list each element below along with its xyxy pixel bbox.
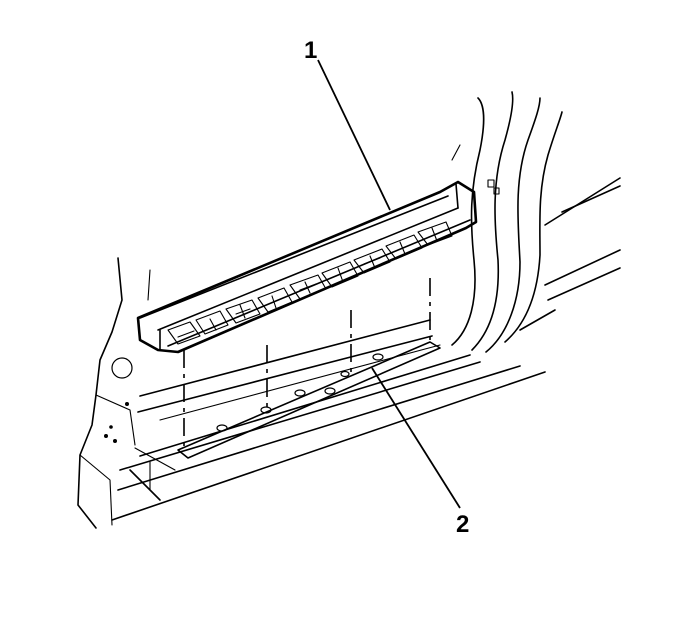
callout-2-label: 2 xyxy=(456,511,469,538)
callout-2: 2 xyxy=(371,367,469,538)
callout-1-label: 1 xyxy=(304,37,317,64)
alignment-lines xyxy=(183,278,431,452)
sill-plate xyxy=(177,341,441,459)
rocker-reinforcement xyxy=(136,180,478,354)
callout-1: 1 xyxy=(304,37,391,211)
pillar-hole-icon xyxy=(111,357,133,379)
